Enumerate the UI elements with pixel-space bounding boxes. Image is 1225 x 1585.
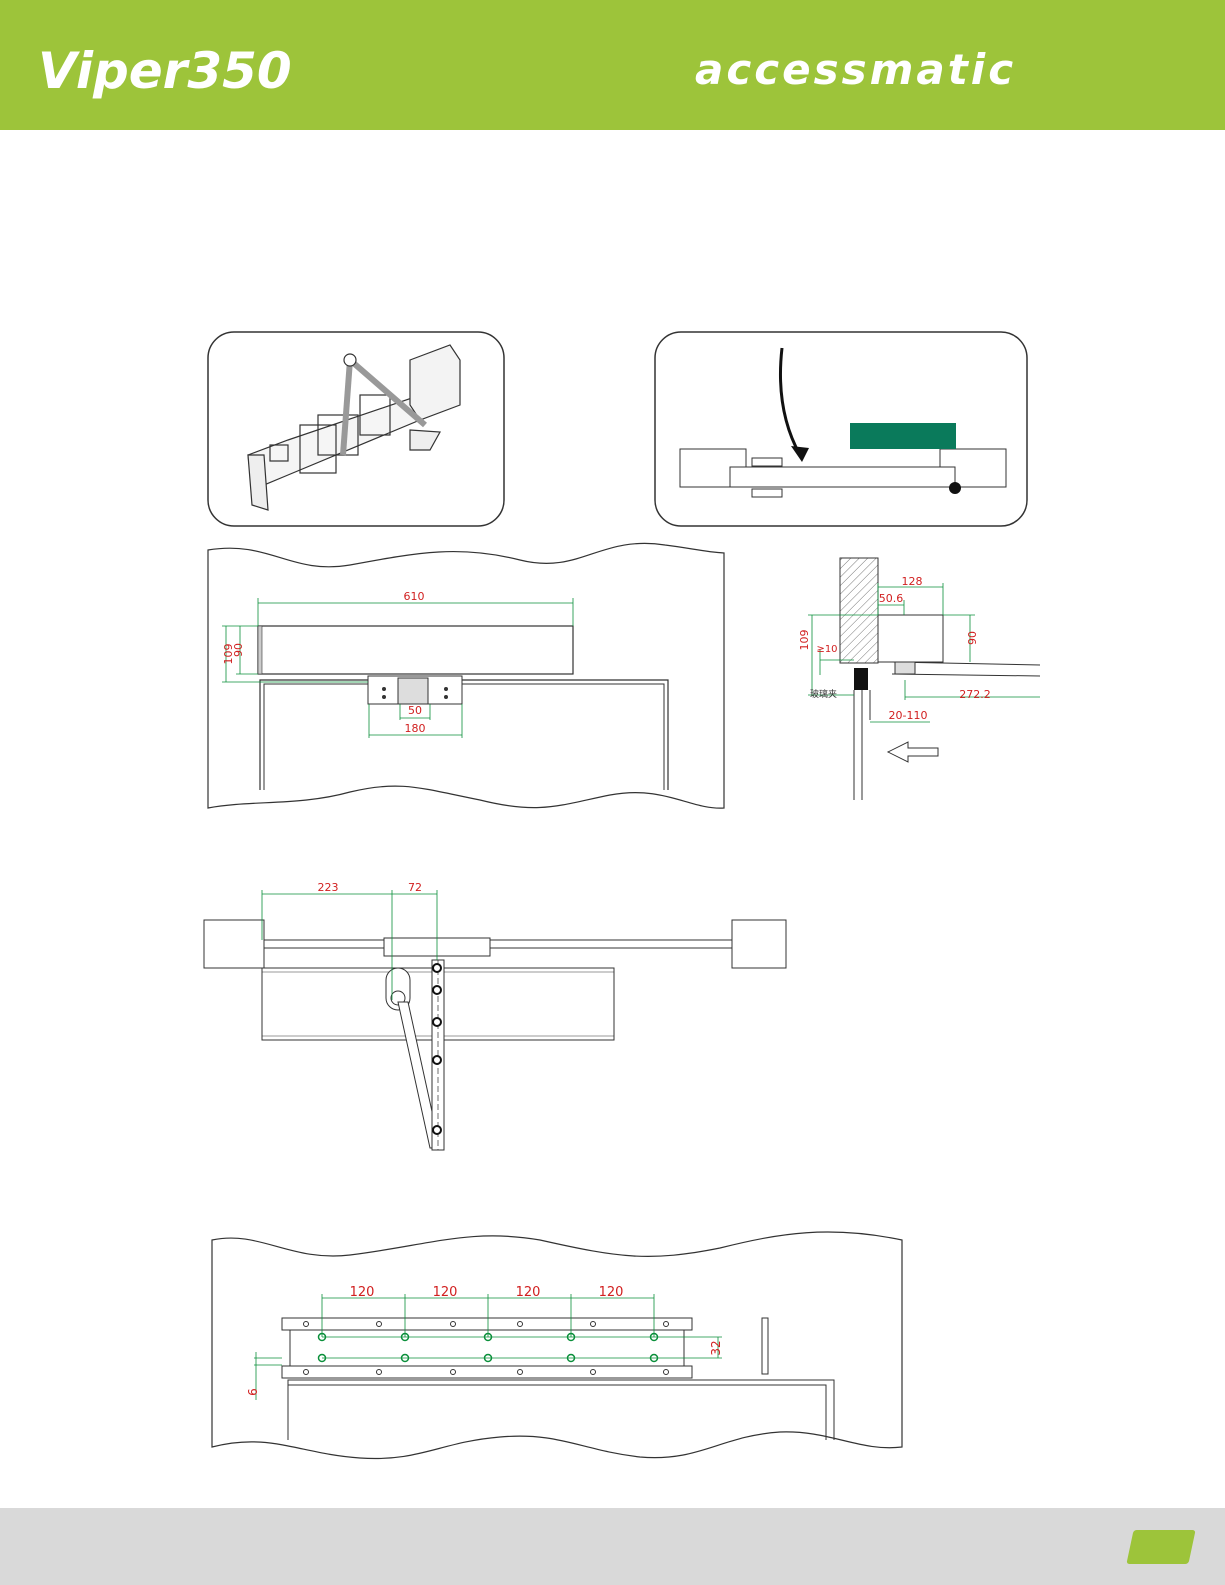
spacing-4: 120 xyxy=(599,1285,624,1300)
isometric-operator-panel xyxy=(208,332,504,526)
technical-drawings: 610 109 90 50 180 128 50.6 109 xyxy=(0,0,1225,1508)
glass-clamp-label: 玻璃夹 xyxy=(810,688,837,700)
dim-72: 72 xyxy=(408,881,422,894)
dim-height-body: 90 xyxy=(232,643,245,657)
dim-plate-height: 32 xyxy=(709,1340,723,1355)
spacing-1: 120 xyxy=(350,1285,375,1300)
dim-223: 223 xyxy=(318,881,339,894)
mounting-plate-drawing: 120 120 120 120 32 6 xyxy=(212,1232,902,1459)
dim-clearance: ≥10 xyxy=(816,644,837,655)
door-plan-panel xyxy=(655,332,1027,526)
spacing-3: 120 xyxy=(516,1285,541,1300)
dim-bracket-width: 180 xyxy=(405,722,426,735)
dim-reveal: 20-110 xyxy=(889,709,928,722)
dim-side-height-body: 90 xyxy=(966,631,979,645)
dim-offset: 50.6 xyxy=(879,592,904,605)
page-number-badge xyxy=(1126,1530,1195,1564)
side-section-drawing: 128 50.6 109 ≥10 90 272.2 20-110 玻璃夹 xyxy=(798,558,1040,800)
spacing-2: 120 xyxy=(433,1285,458,1300)
dim-arm-length: 272.2 xyxy=(959,688,991,701)
pivot-point xyxy=(949,482,961,494)
operator-symbol xyxy=(850,423,956,449)
dim-depth: 128 xyxy=(902,575,923,588)
front-elevation-drawing: 610 109 90 50 180 xyxy=(208,543,724,808)
dim-width-total: 610 xyxy=(404,590,425,603)
dim-side-height-total: 109 xyxy=(798,630,811,651)
dim-plate-offset: 6 xyxy=(246,1388,260,1396)
push-direction-arrow xyxy=(888,742,938,762)
top-view-drawing: 223 72 xyxy=(204,881,786,1150)
dim-bracket-hole: 50 xyxy=(408,704,422,717)
footer-bar xyxy=(0,1508,1225,1585)
